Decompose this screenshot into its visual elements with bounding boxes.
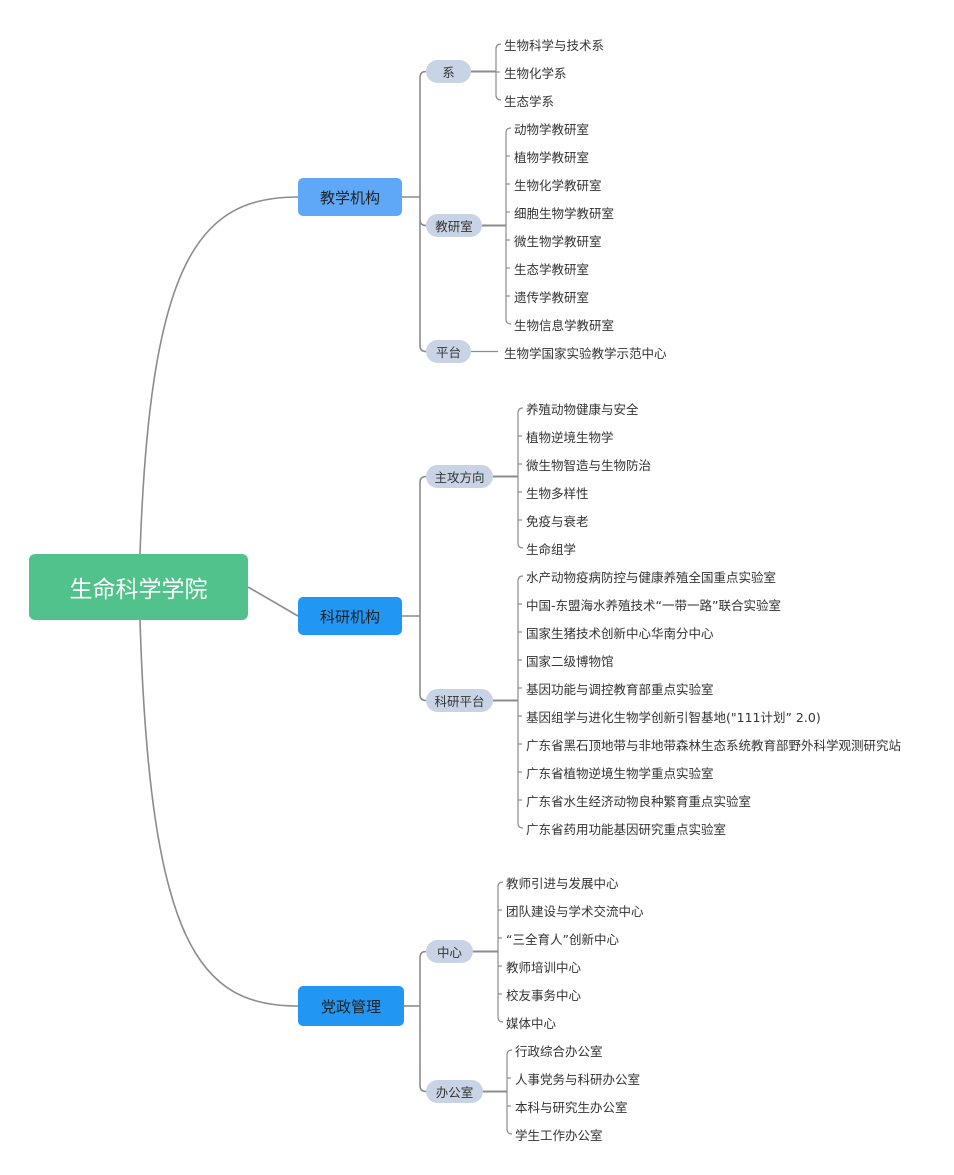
leaf-item[interactable]: 生态学系 — [504, 93, 555, 109]
leaf-bracket — [517, 407, 524, 549]
group-node-departments[interactable]: 系 — [426, 60, 471, 83]
leaf-item[interactable]: 养殖动物健康与安全 — [526, 401, 639, 417]
leaf-bracket — [495, 43, 502, 101]
leaf-item[interactable]: “三全育人”创新中心 — [506, 931, 619, 947]
leaf-item[interactable]: 广东省药用功能基因研究重点实验室 — [526, 821, 727, 837]
root-connector — [247, 586, 299, 617]
leaf-item[interactable]: 生物信息学教研室 — [514, 317, 615, 333]
group-node-platform[interactable]: 平台 — [426, 340, 471, 363]
leaf-bracket — [506, 1049, 513, 1135]
leaf-item[interactable]: 广东省黑石顶地带与非地带森林生态系统教育部野外科学观测研究站 — [526, 737, 902, 753]
leaf-item[interactable]: 广东省植物逆境生物学重点实验室 — [526, 765, 714, 781]
group-node-offices[interactable]: 办公室 — [426, 1080, 483, 1103]
leaf-item[interactable]: 免疫与衰老 — [526, 513, 589, 529]
leaf-item[interactable]: 中国-东盟海水养殖技术“一带一路”联合实验室 — [526, 597, 781, 613]
root-connector — [139, 619, 299, 1007]
leaf-bracket — [517, 575, 524, 829]
leaf-item[interactable]: 行政综合办公室 — [515, 1043, 603, 1059]
leaf-item[interactable]: 教师培训中心 — [506, 959, 582, 975]
leaf-item[interactable]: 媒体中心 — [506, 1015, 557, 1031]
leaf-item[interactable]: 生态学教研室 — [514, 261, 590, 277]
leaf-item[interactable]: 遗传学教研室 — [514, 289, 590, 305]
leaf-item[interactable]: 教师引进与发展中心 — [506, 875, 619, 891]
root-connector — [139, 196, 299, 555]
leaf-item[interactable]: 水产动物疫病防控与健康养殖全国重点实验室 — [526, 569, 777, 585]
leaf-bracket — [497, 881, 504, 1023]
leaf-item[interactable]: 微生物智造与生物防治 — [526, 457, 652, 473]
group-node-teaching-offices[interactable]: 教研室 — [426, 214, 482, 237]
leaf-item[interactable]: 本科与研究生办公室 — [515, 1099, 628, 1115]
leaf-item[interactable]: 植物逆境生物学 — [526, 429, 614, 445]
group-node-research-directions[interactable]: 主攻方向 — [426, 465, 493, 488]
leaf-item[interactable]: 生物科学与技术系 — [504, 37, 605, 53]
group-node-research-platforms[interactable]: 科研平台 — [426, 689, 493, 712]
group-node-centers[interactable]: 中心 — [426, 940, 473, 963]
leaf-item[interactable]: 生物多样性 — [526, 485, 589, 501]
leaf-item[interactable]: 细胞生物学教研室 — [514, 205, 615, 221]
leaf-item[interactable]: 基因组学与进化生物学创新引智基地("111计划” 2.0) — [526, 709, 821, 725]
branch-node-research[interactable]: 科研机构 — [298, 597, 402, 635]
leaf-item[interactable]: 动物学教研室 — [514, 121, 590, 137]
leaf-item[interactable]: 基因功能与调控教育部重点实验室 — [526, 681, 714, 697]
leaf-item[interactable]: 生物化学系 — [504, 65, 567, 81]
leaf-item[interactable]: 生命组学 — [526, 541, 577, 557]
leaf-item[interactable]: 微生物学教研室 — [514, 233, 602, 249]
branch-node-administration[interactable]: 党政管理 — [298, 986, 404, 1026]
leaf-item[interactable]: 国家二级博物馆 — [526, 653, 614, 669]
leaf-item[interactable]: 广东省水生经济动物良种繁育重点实验室 — [526, 793, 752, 809]
leaf-item[interactable]: 生物化学教研室 — [514, 177, 602, 193]
leaf-item[interactable]: 植物学教研室 — [514, 149, 590, 165]
leaf-item[interactable]: 校友事务中心 — [506, 987, 582, 1003]
leaf-item[interactable]: 国家生猪技术创新中心华南分中心 — [526, 625, 714, 641]
leaf-item[interactable]: 团队建设与学术交流中心 — [506, 903, 644, 919]
leaf-item[interactable]: 生物学国家实验教学示范中心 — [504, 345, 667, 361]
leaf-item[interactable]: 人事党务与科研办公室 — [515, 1071, 641, 1087]
leaf-bracket — [505, 127, 512, 325]
leaf-item[interactable]: 学生工作办公室 — [515, 1127, 603, 1143]
branch-node-teaching[interactable]: 教学机构 — [298, 178, 402, 216]
root-node[interactable]: 生命科学学院 — [29, 554, 248, 620]
